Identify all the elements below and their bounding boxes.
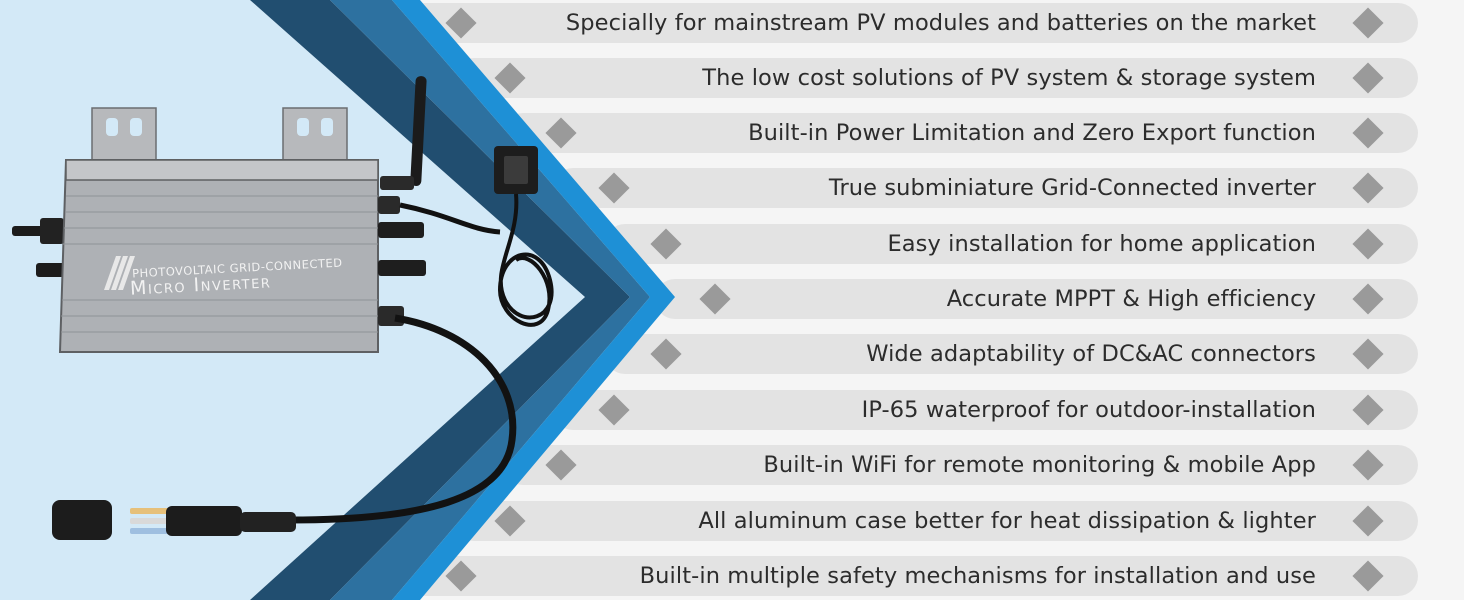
dc-connectors-left (12, 218, 68, 277)
feature-row: Built-in multiple safety mechanisms for … (405, 556, 1418, 596)
feature-row: Wide adaptability of DC&AC connectors (605, 334, 1418, 374)
ac-output-cable (289, 314, 517, 524)
feature-text: True subminiature Grid-Connected inverte… (828, 175, 1316, 201)
feature-row: IP-65 waterproof for outdoor-installatio… (553, 390, 1418, 430)
feature-text: Easy installation for home application (887, 231, 1316, 257)
feature-text: Specially for mainstream PV modules and … (565, 10, 1316, 36)
feature-row: Built-in Power Limitation and Zero Expor… (503, 113, 1418, 153)
feature-text: Built-in Power Limitation and Zero Expor… (748, 120, 1316, 146)
dc-connectors-right (378, 196, 426, 326)
feature-text: Accurate MPPT & High efficiency (946, 286, 1316, 312)
feature-text: Built-in multiple safety mechanisms for … (639, 563, 1316, 589)
mounting-bracket-left (91, 107, 157, 165)
feature-row: Accurate MPPT & High efficiency (655, 279, 1418, 319)
chevron-band-dark (250, 0, 630, 600)
brand-stripes-icon (104, 256, 135, 290)
ct-clamp-sensor (399, 146, 554, 327)
feature-row: True subminiature Grid-Connected inverte… (553, 168, 1418, 208)
feature-text: Wide adaptability of DC&AC connectors (866, 341, 1316, 367)
feature-row: Built-in WiFi for remote monitoring & mo… (503, 445, 1418, 485)
feature-text: All aluminum case better for heat dissip… (698, 508, 1316, 534)
ac-connector (52, 500, 296, 540)
feature-row: All aluminum case better for heat dissip… (454, 501, 1418, 541)
feature-row: Specially for mainstream PV modules and … (405, 3, 1418, 43)
feature-row: The low cost solutions of PV system & st… (454, 58, 1418, 98)
wifi-antenna (380, 76, 427, 190)
inverter-body (58, 159, 379, 353)
mounting-bracket-right (282, 107, 348, 165)
feature-text: The low cost solutions of PV system & st… (702, 65, 1316, 91)
feature-text: Built-in WiFi for remote monitoring & mo… (763, 452, 1316, 478)
feature-text: IP-65 waterproof for outdoor-installatio… (861, 397, 1316, 423)
feature-row: Easy installation for home application (605, 224, 1418, 264)
